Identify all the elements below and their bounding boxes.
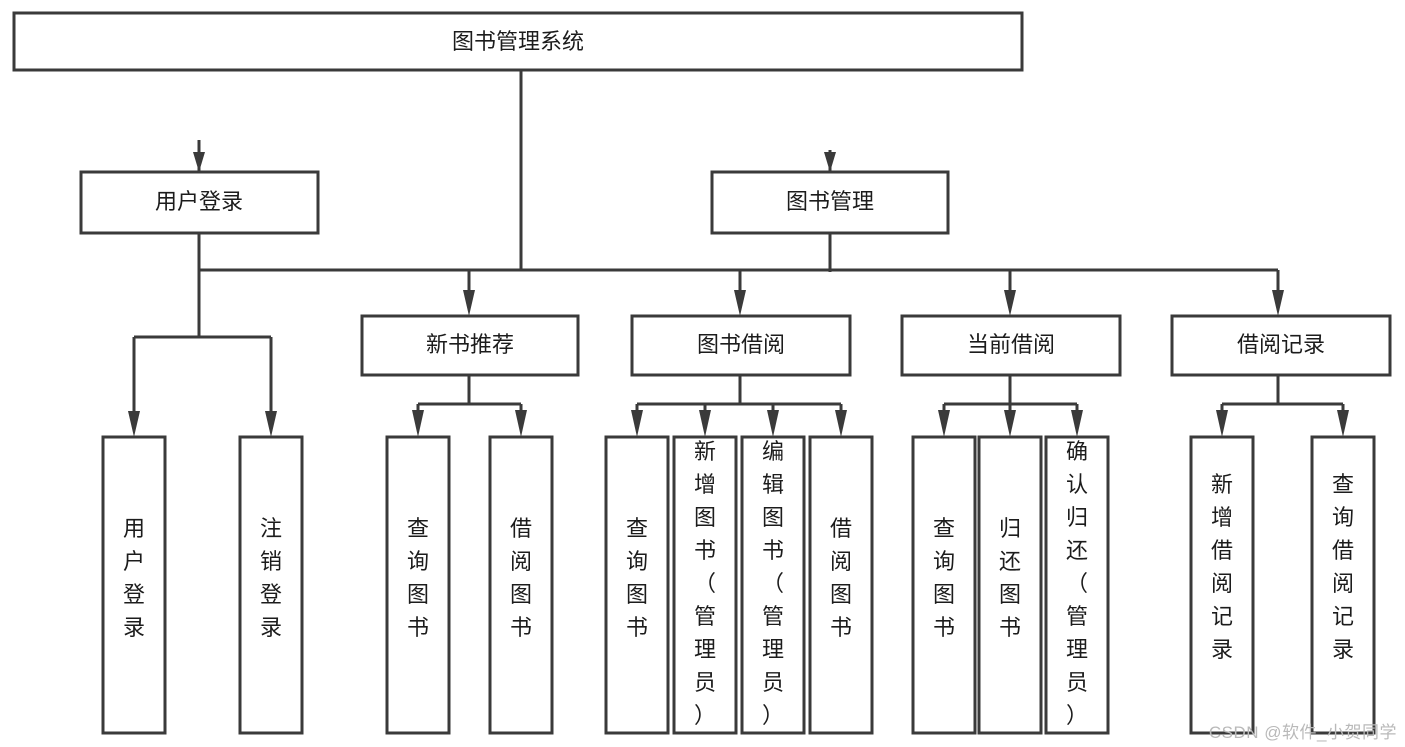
leaf-confirm-return[interactable]: 确认归还（管理员） [1044,435,1110,735]
leaf-query-book-3-box[interactable] [911,435,977,735]
leaf-query-book-3[interactable]: 查询图书 [911,435,977,735]
leaf-add-record-box[interactable] [1189,435,1255,735]
node-root-label: 图书管理系统 [452,29,584,54]
leaf-add-record[interactable]: 新增借阅记录 [1189,435,1255,735]
leaf-query-book-1[interactable]: 查询图书 [385,435,451,735]
leaf-user-logout-box[interactable] [238,435,304,735]
node-user-login[interactable]: 用户登录 [79,170,320,235]
leaf-query-record-label: 查询借阅记录 [1332,472,1354,662]
leaf-borrow-book-2[interactable]: 借阅图书 [808,435,874,735]
node-book-borrow-label: 图书借阅 [697,332,785,357]
connector-current-borrow-to-leaves [938,375,1083,437]
connector-new-book-recommend-to-leaves [412,375,527,437]
node-root[interactable]: 图书管理系统 [12,11,1024,72]
leaf-query-book-2-box[interactable] [604,435,670,735]
leaf-edit-book-box[interactable] [740,435,806,735]
leaf-confirm-return-label: 确认归还（管理员） [1066,439,1088,728]
leaf-query-book-2[interactable]: 查询图书 [604,435,670,735]
leaf-add-book-box[interactable] [672,435,738,735]
leaf-confirm-return-box[interactable] [1044,435,1110,735]
leaf-return-book-box[interactable] [977,435,1043,735]
node-new-book-recommend-label: 新书推荐 [426,332,514,357]
leaf-query-record-box[interactable] [1310,435,1376,735]
leaf-return-book[interactable]: 归还图书 [977,435,1043,735]
connector-user-login-to-leaves [128,233,277,437]
leaf-borrow-book-1-box[interactable] [488,435,554,735]
leaf-user-login-box[interactable] [101,435,167,735]
leaf-return-book-label: 归还图书 [999,516,1021,640]
arrow-to-book-manage [824,152,836,172]
node-borrow-record-label: 借阅记录 [1237,332,1325,357]
watermark-label: CSDN @软件_小贺同学 [1208,723,1397,742]
leaf-query-record[interactable]: 查询借阅记录 [1310,435,1376,735]
leaf-borrow-book-1-label: 借阅图书 [510,516,532,640]
leaf-edit-book-label: 编辑图书（管理员） [762,439,784,728]
leaf-query-book-2-label: 查询图书 [626,516,648,640]
node-book-borrow-box[interactable] [630,314,852,377]
leaf-user-login[interactable]: 用户登录 [101,435,167,735]
node-current-borrow-box[interactable] [900,314,1122,377]
connector-arrows-level1 [193,152,836,172]
leaf-borrow-book-2-label: 借阅图书 [830,516,852,640]
node-borrow-record[interactable]: 借阅记录 [1170,314,1392,377]
node-book-borrow[interactable]: 图书借阅 [630,314,852,377]
leaf-user-login-label: 用户登录 [123,516,145,640]
leaf-add-book[interactable]: 新增图书（管理员） [672,435,738,735]
node-user-login-label: 用户登录 [155,189,243,214]
node-borrow-record-box[interactable] [1170,314,1392,377]
arrow-to-user-login [193,152,205,172]
node-book-manage[interactable]: 图书管理 [710,170,950,235]
connector-root-to-level1 [197,70,843,272]
leaf-query-book-3-label: 查询图书 [933,516,955,640]
leaf-edit-book[interactable]: 编辑图书（管理员） [740,435,806,735]
leaf-add-record-label: 新增借阅记录 [1211,472,1233,662]
node-new-book-recommend-box[interactable] [360,314,580,377]
node-current-borrow[interactable]: 当前借阅 [900,314,1122,377]
leaf-user-logout[interactable]: 注销登录 [238,435,304,735]
connector-book-manage-to-level2 [463,233,1284,316]
leaf-borrow-book-1[interactable]: 借阅图书 [488,435,554,735]
node-current-borrow-label: 当前借阅 [967,332,1055,357]
node-root-box[interactable] [12,11,1024,72]
leaf-query-book-1-label: 查询图书 [407,516,429,640]
node-new-book-recommend[interactable]: 新书推荐 [360,314,580,377]
leaf-query-book-1-box[interactable] [385,435,451,735]
node-user-login-box[interactable] [79,170,320,235]
node-book-manage-box[interactable] [710,170,950,235]
connector-borrow-record-to-leaves [1216,375,1349,437]
connector-book-borrow-to-leaves [631,375,847,437]
leaf-add-book-label: 新增图书（管理员） [694,439,716,728]
leaf-borrow-book-2-box[interactable] [808,435,874,735]
leaf-user-logout-label: 注销登录 [260,516,282,640]
node-book-manage-label: 图书管理 [786,189,874,214]
